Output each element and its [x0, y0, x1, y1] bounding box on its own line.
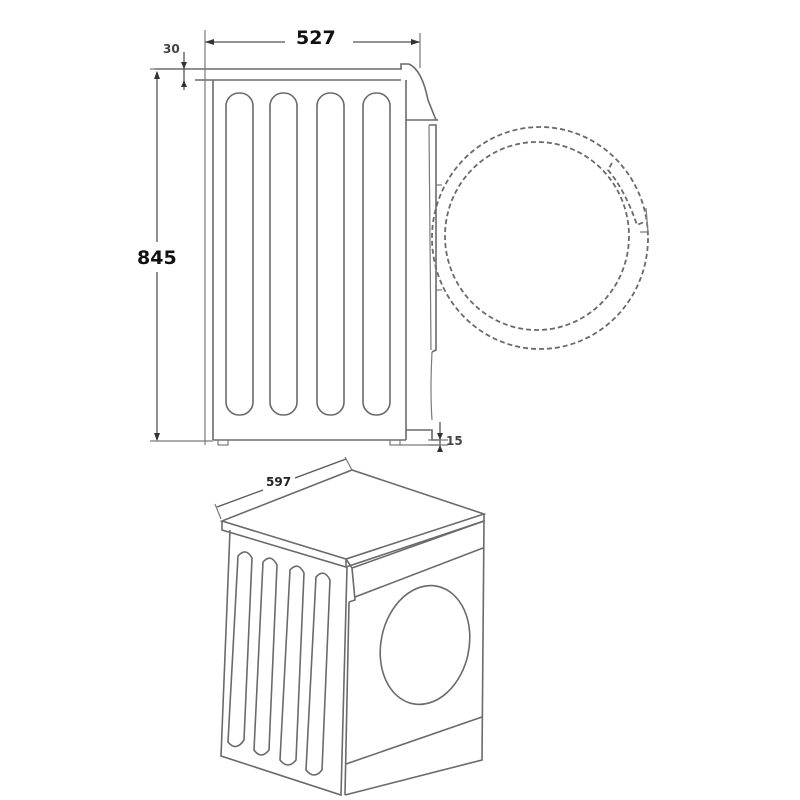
dimension-depth — [205, 33, 421, 68]
door-swing-arc — [431, 126, 649, 350]
dimension-label-foot-height: 15 — [446, 434, 463, 448]
iso-slot — [227, 551, 253, 748]
dimension-foot-height — [428, 422, 448, 452]
isometric-view — [214, 456, 487, 797]
iso-slot — [253, 557, 278, 756]
dimension-width — [214, 456, 353, 520]
dimension-top-offset — [181, 52, 187, 90]
side-slot — [316, 92, 345, 416]
iso-slot — [305, 572, 331, 776]
dimension-label-height: 845 — [137, 247, 177, 269]
side-slot — [269, 92, 298, 416]
dimension-height — [154, 71, 160, 441]
door-outline — [379, 584, 471, 706]
side-slot — [362, 92, 391, 416]
side-view — [150, 30, 649, 452]
dimension-label-top-offset: 30 — [163, 42, 180, 56]
dimension-label-width: 597 — [266, 475, 292, 489]
side-slot — [225, 92, 254, 416]
dimension-label-depth: 527 — [296, 27, 336, 49]
iso-slot — [279, 565, 305, 766]
